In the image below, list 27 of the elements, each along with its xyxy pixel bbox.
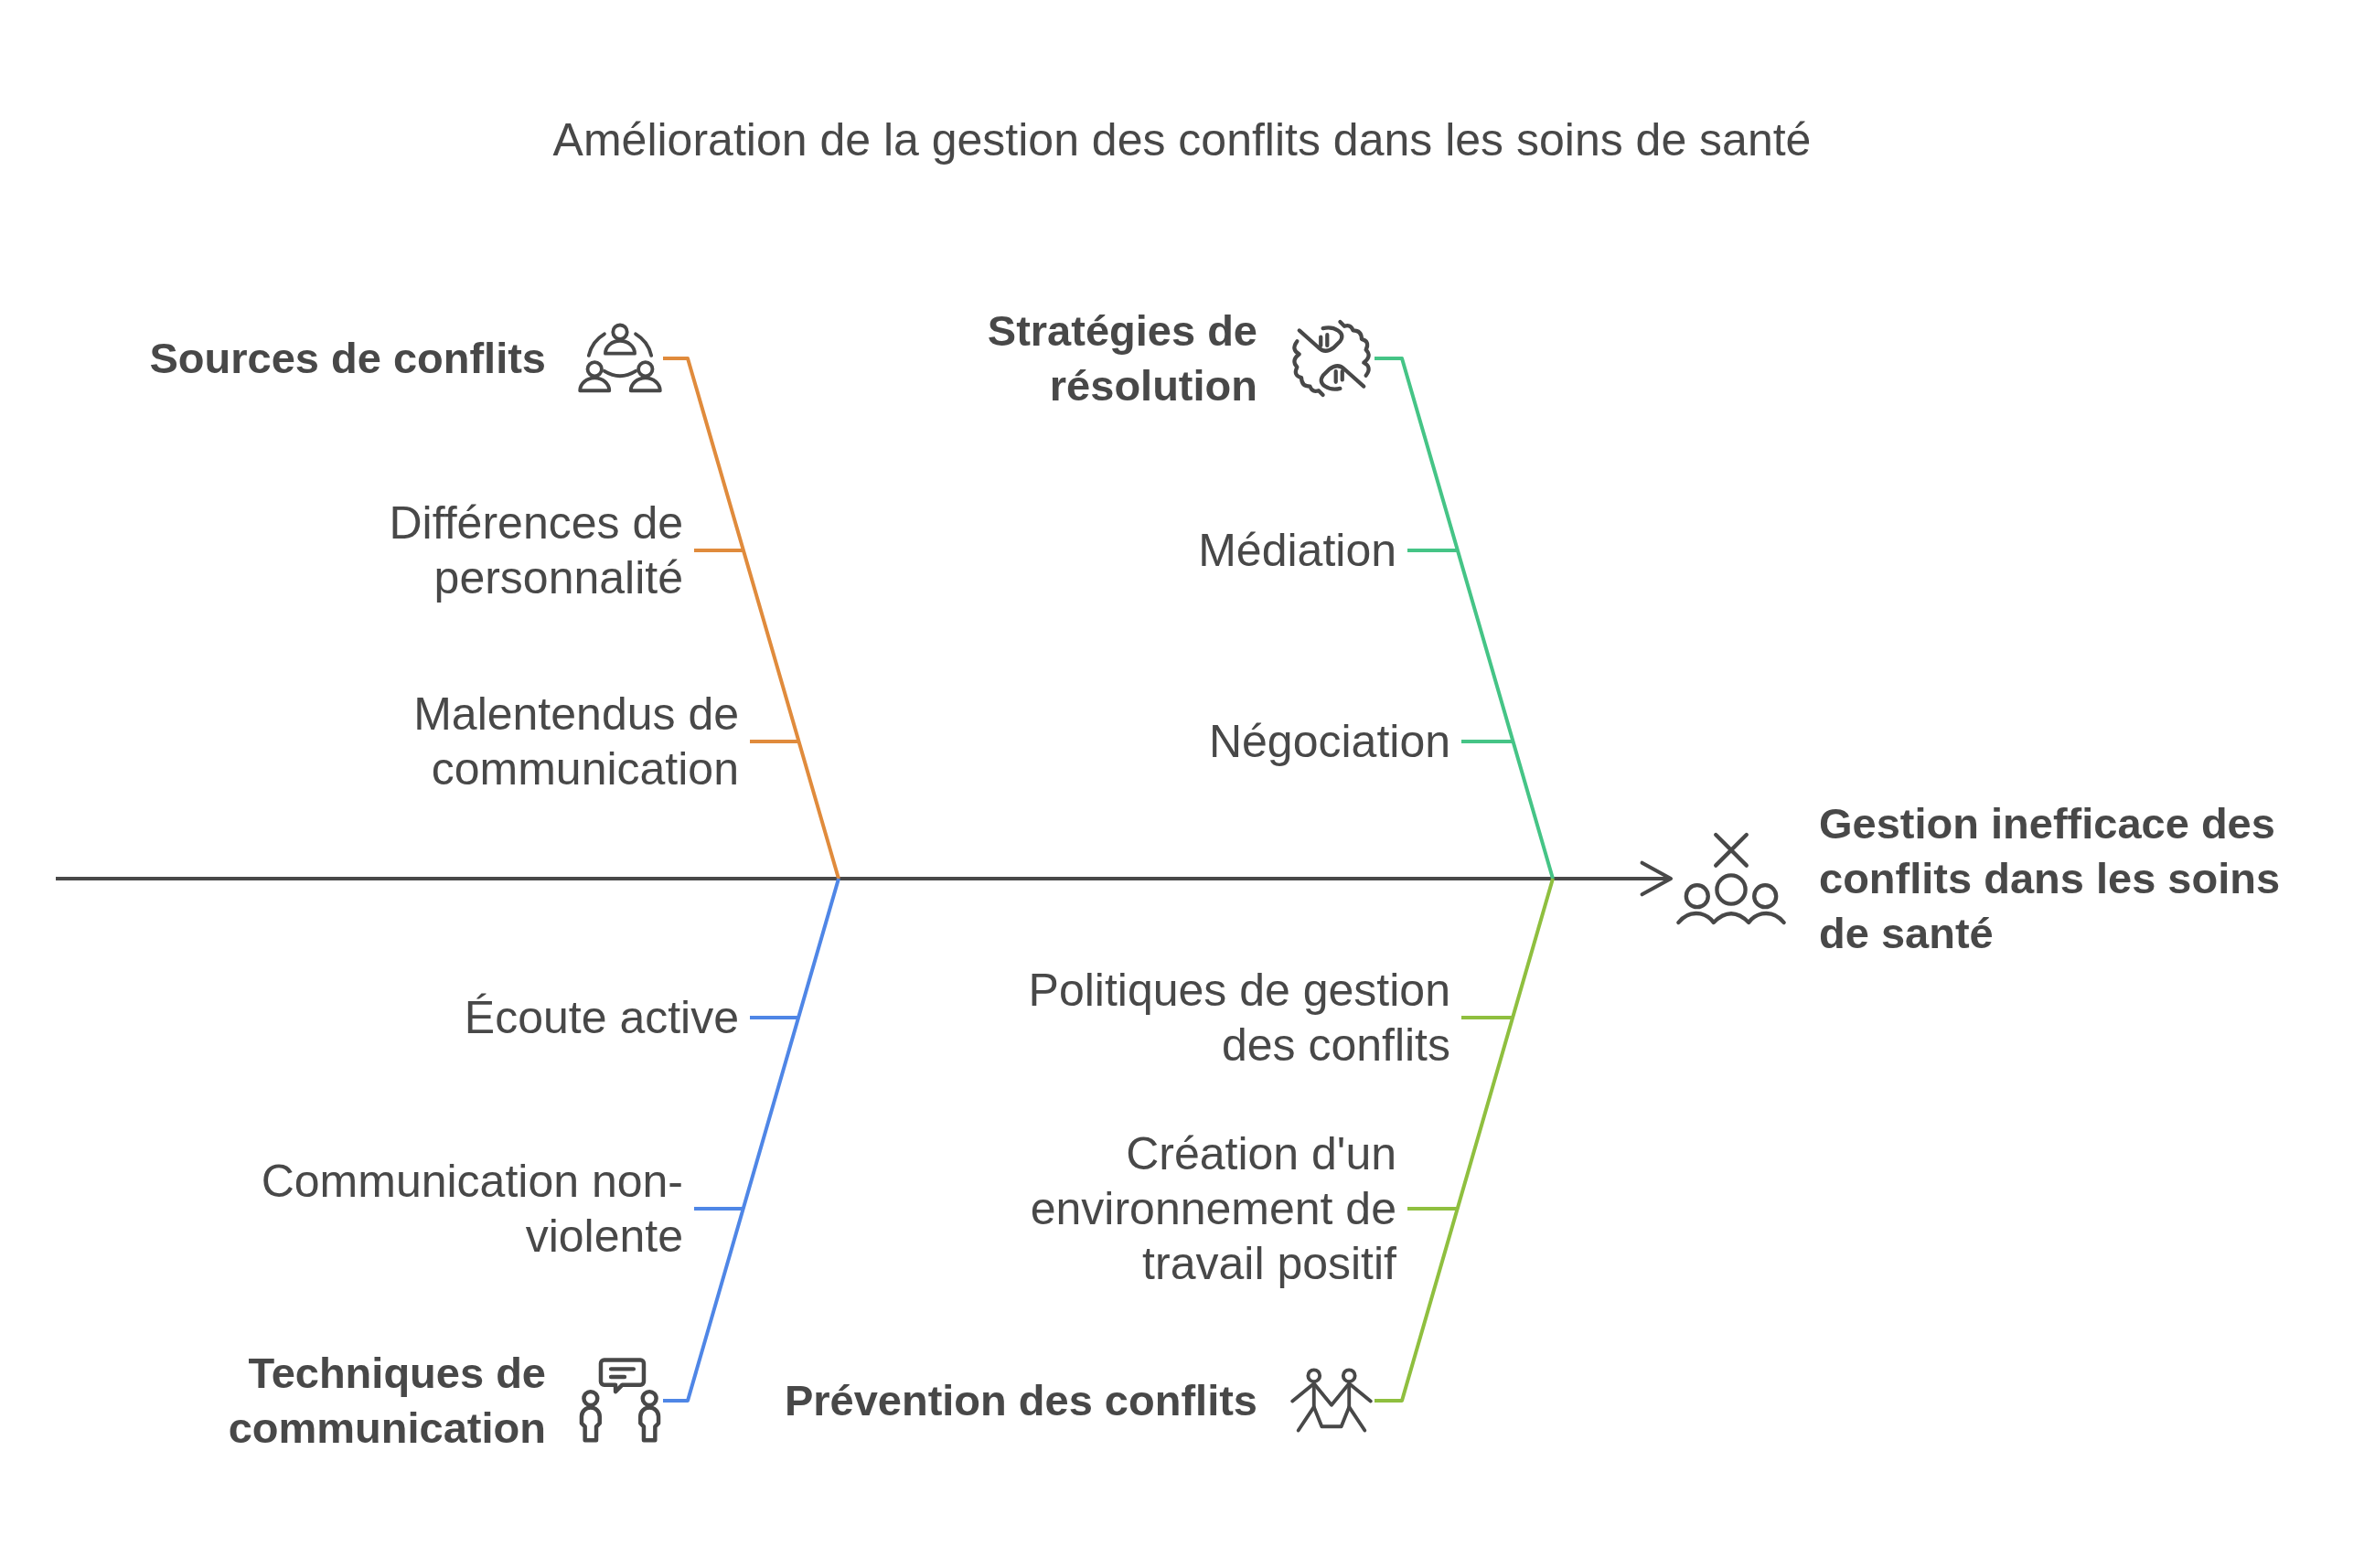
cause-label: Création d'un environnement de travail positif [1023,1126,1396,1291]
tick-line [694,1207,743,1211]
fishbone-branch [1375,878,1555,1403]
tick-line [1407,1207,1458,1211]
category-heading: Prévention des conflits [784,1375,1257,1426]
cause-label: Négociation [1208,714,1450,769]
cause-label: Malentendus de communication [410,687,739,796]
cause-label: Écoute active [464,990,739,1045]
tick-line [1407,549,1458,552]
tick-line [1461,740,1514,743]
effect-heading: Gestion inefficace des conflits dans les soins de santé [1819,798,2282,959]
cause-label: Politiques de gestion des conflits [1022,963,1450,1072]
fishbone-branch [663,357,840,880]
cause-label: Communication non-violente [255,1154,683,1264]
category-heading: Stratégies de résolution [986,305,1257,411]
tick-line [750,1016,799,1019]
tick-line [1461,1016,1514,1019]
cause-label: Différences de personnalité [385,496,683,605]
spine-arrow [56,860,1674,897]
cause-label: Médiation [1198,523,1396,578]
fishbone-branch [663,878,840,1403]
tick-line [750,740,799,743]
diagram-title: Amélioration de la gestion des conflits dans les soins de santé [552,113,1812,167]
fishbone-branch [1375,357,1555,880]
tick-line [694,549,743,552]
category-heading: Techniques de communication [227,1348,546,1454]
category-heading: Sources de conflits [149,333,546,384]
